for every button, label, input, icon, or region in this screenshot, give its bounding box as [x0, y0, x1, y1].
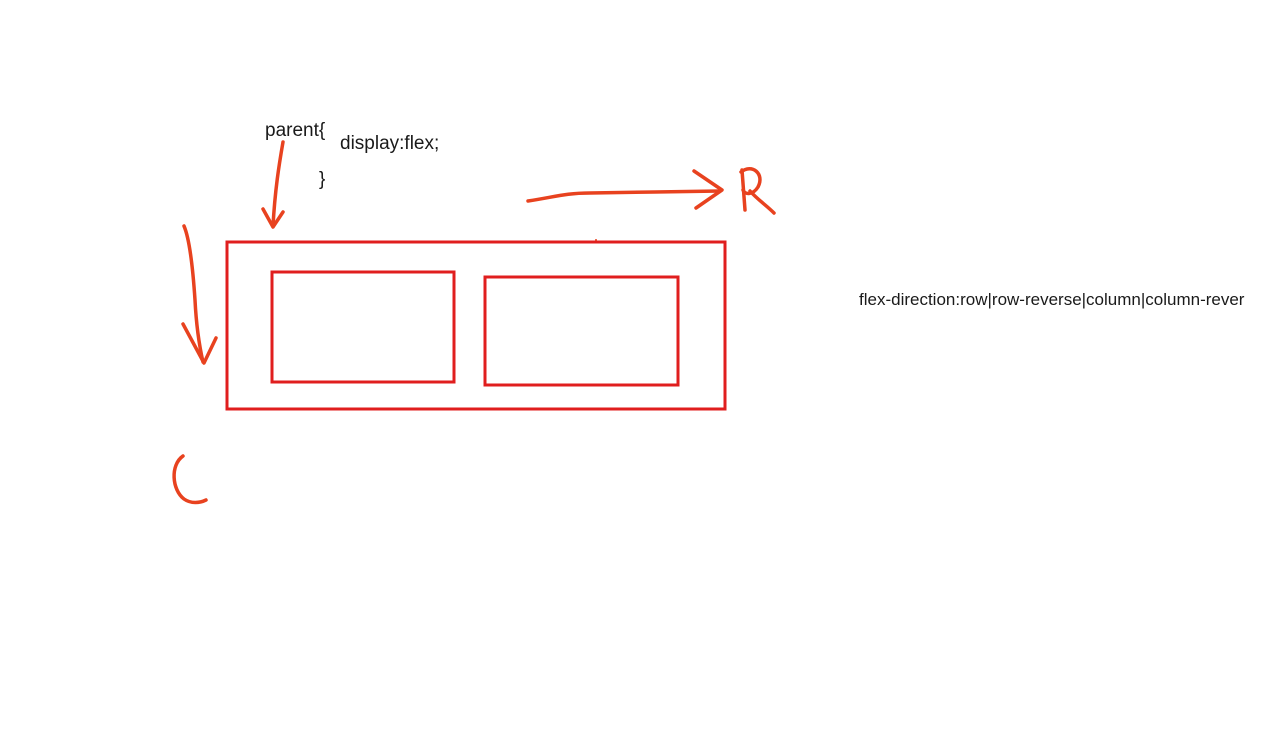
column-letter-c	[172, 454, 208, 505]
child-box-1	[270, 270, 456, 384]
parent-container-box	[225, 240, 727, 411]
child-box-2	[483, 275, 680, 387]
code-selector-text: parent{	[265, 120, 326, 141]
code-close-brace-text: }	[319, 169, 326, 190]
flex-direction-note: flex-direction:row|row-reverse|column|co…	[859, 290, 1245, 309]
parent-pointer-arrow	[261, 140, 285, 229]
row-direction-arrow	[526, 169, 724, 210]
code-declaration-text: display:flex;	[340, 133, 440, 154]
row-letter-r	[739, 166, 776, 215]
column-direction-arrow	[181, 224, 218, 365]
stray-mark	[595, 239, 597, 241]
